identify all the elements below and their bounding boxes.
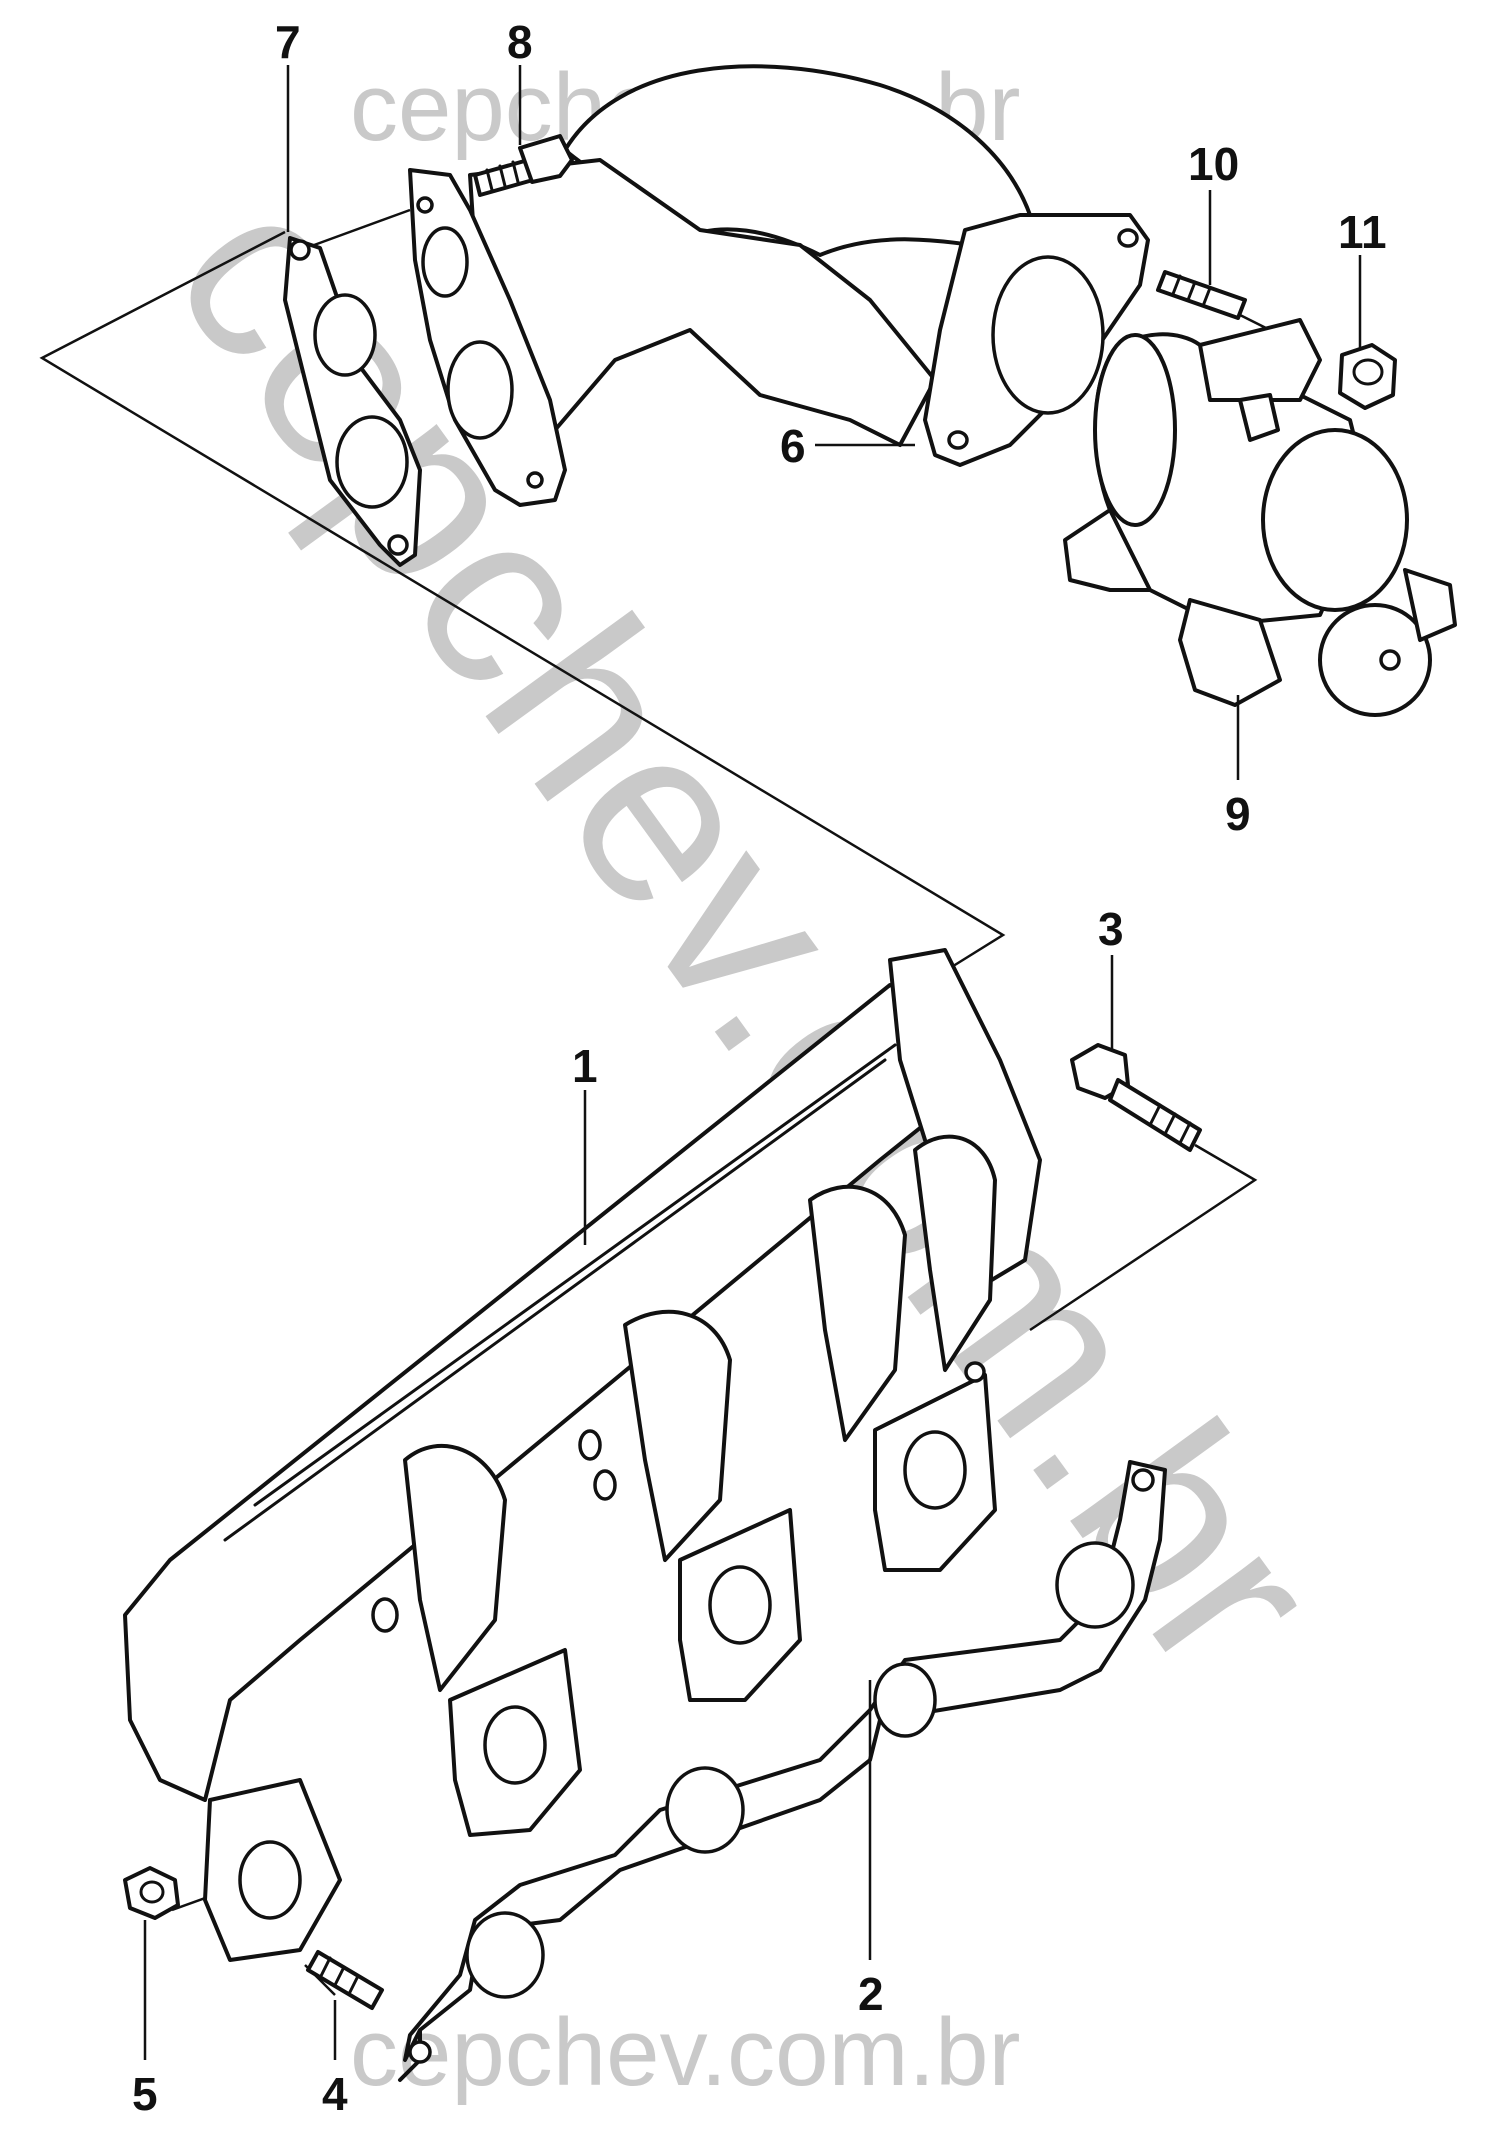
callout-3: 3 — [1098, 903, 1124, 955]
gasket-lower — [398, 1460, 1167, 2082]
bolt-3 — [1070, 1043, 1202, 1152]
intake-manifold — [123, 948, 1042, 1962]
nut-5 — [123, 1866, 180, 1920]
stud-4 — [306, 1950, 384, 2010]
bolt-8 — [473, 134, 574, 197]
throttle-body — [1063, 318, 1457, 717]
callout-5: 5 — [132, 2068, 158, 2120]
intake-elbow-pipe — [408, 64, 1150, 507]
alignment-lines — [39, 208, 1271, 1996]
callout-7: 7 — [275, 16, 301, 68]
callout-2: 2 — [858, 1968, 884, 2020]
gasket-upper — [283, 236, 422, 567]
watermark-bottom: cepchev.com.br — [350, 1999, 1021, 2106]
callout-10: 10 — [1188, 138, 1239, 190]
nut-11 — [1338, 343, 1397, 410]
callout-4: 4 — [322, 2068, 348, 2120]
callout-1: 1 — [572, 1040, 598, 1092]
callout-9: 9 — [1225, 788, 1251, 840]
stud-10 — [1156, 270, 1247, 320]
callout-6: 6 — [780, 420, 806, 472]
callout-leaders — [143, 65, 1362, 2060]
callout-11: 11 — [1338, 206, 1387, 258]
callout-8: 8 — [507, 16, 533, 68]
